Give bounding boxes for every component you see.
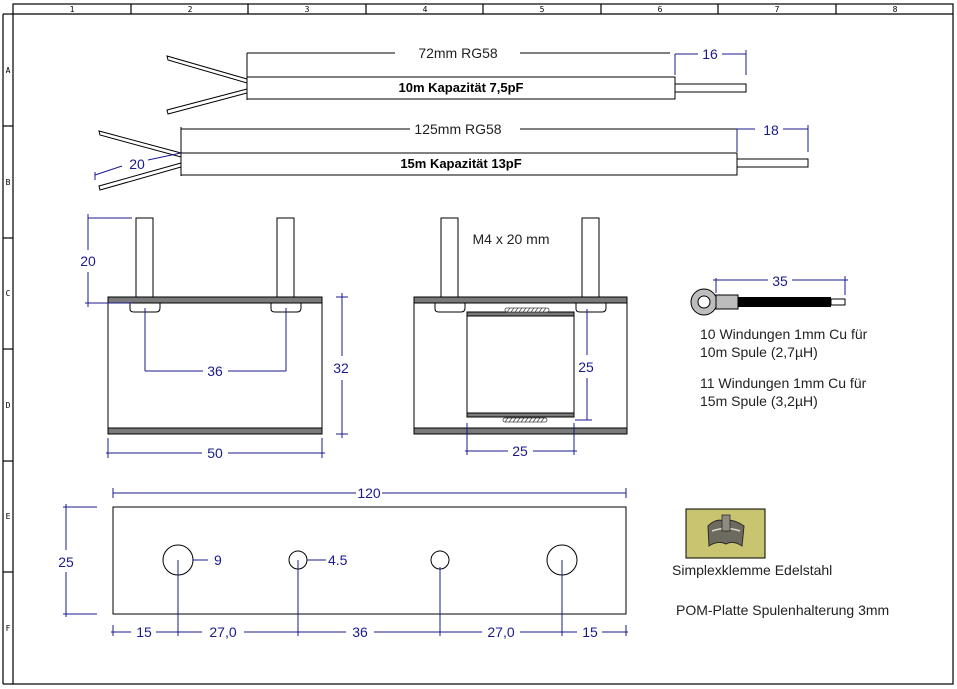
column-label: 7	[775, 5, 780, 14]
coil-notes: 10 Windungen 1mm Cu für 10m Spule (2,7µH…	[700, 326, 868, 409]
spacing-dimension: 27,0	[209, 624, 236, 640]
plate-height-dimension: 25	[58, 554, 74, 570]
cable-name-label: 15m Kapazität 13pF	[400, 156, 521, 171]
bolt-spec-label: M4 x 20 mm	[472, 231, 549, 247]
holder-side-view: M4 x 20 mm 25 25	[413, 217, 628, 459]
cable-lug: 35	[690, 273, 848, 316]
clamp-caption: Simplexklemme Edelstahl	[672, 562, 832, 578]
lead-dimension: 20	[129, 156, 145, 172]
row-label: A	[6, 66, 11, 75]
holder-front-view: 20 36 32 50	[80, 214, 349, 461]
cable-10m: 72mm RG58 10m Kapazität 7,5pF 16	[166, 45, 747, 115]
height-dimension: 32	[333, 360, 349, 376]
column-label: 2	[188, 5, 193, 14]
column-labels: 1 2 3 4 5 6 7 8	[70, 5, 898, 14]
column-label: 3	[305, 5, 310, 14]
cable-name-label: 10m Kapazität 7,5pF	[399, 80, 524, 95]
coil-winding-top	[504, 307, 550, 313]
column-label: 4	[423, 5, 428, 14]
coil-height-dimension: 25	[578, 359, 594, 375]
plate-width-dimension: 120	[357, 485, 381, 501]
pom-plate: 9 4.5 15 27,0 36 27,0 15 120 25 POM-Plat…	[58, 485, 889, 640]
coil-note-line: 15m Spule (3,2µH)	[700, 393, 818, 409]
cable-length-label: 72mm RG58	[418, 45, 498, 61]
coil-width-dimension: 25	[512, 443, 528, 459]
bolt-height-dimension: 20	[80, 253, 96, 269]
hole-large-dimension: 9	[214, 552, 222, 568]
bolt-spacing-dimension: 36	[207, 363, 223, 379]
row-label: D	[6, 401, 11, 410]
drawing-frame	[2, 3, 954, 685]
column-label: 6	[658, 5, 663, 14]
coil-winding-bottom	[502, 417, 548, 423]
spacing-dimension: 27,0	[487, 624, 514, 640]
row-label: F	[6, 624, 11, 633]
lug-length-dimension: 35	[772, 273, 788, 289]
stub-dimension: 18	[763, 122, 779, 138]
row-label: E	[6, 512, 11, 521]
spacing-dimension: 15	[582, 624, 598, 640]
column-label: 1	[70, 5, 75, 14]
column-label: 8	[893, 5, 898, 14]
plate-title: POM-Platte Spulenhalterung 3mm	[676, 602, 889, 618]
row-labels: A B C D E F	[6, 66, 11, 633]
coil-note-line: 11 Windungen 1mm Cu für	[700, 375, 867, 391]
cable-15m: 125mm RG58 15m Kapazität 13pF 18 20	[94, 121, 809, 191]
spacing-dimension: 15	[136, 624, 152, 640]
row-label: B	[6, 178, 11, 187]
width-dimension: 50	[207, 445, 223, 461]
stub-dimension: 16	[702, 46, 718, 62]
hole-small-dimension: 4.5	[328, 552, 348, 568]
column-label: 5	[540, 5, 545, 14]
coil-note-line: 10 Windungen 1mm Cu für	[700, 326, 868, 342]
row-label: C	[6, 289, 11, 298]
cable-length-label: 125mm RG58	[414, 121, 501, 137]
spacing-dimension: 36	[352, 624, 368, 640]
coil-note-line: 10m Spule (2,7µH)	[700, 344, 818, 360]
simplex-clamp: Simplexklemme Edelstahl	[672, 508, 832, 578]
